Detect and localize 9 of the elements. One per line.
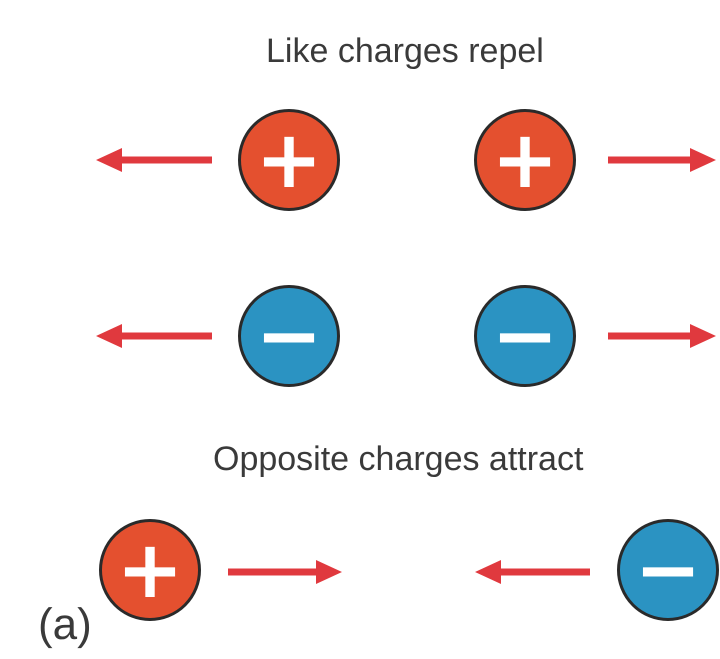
charge-sign: − [634,530,702,610]
charge-sign: − [255,296,323,376]
heading: Opposite charges attract [213,440,584,479]
charge-sign: + [116,530,184,610]
panel-label: (a) [38,600,92,650]
charge-sign: − [491,296,559,376]
charge-sign: + [491,120,559,200]
charge-sign: + [255,120,323,200]
heading: Like charges repel [266,32,544,71]
